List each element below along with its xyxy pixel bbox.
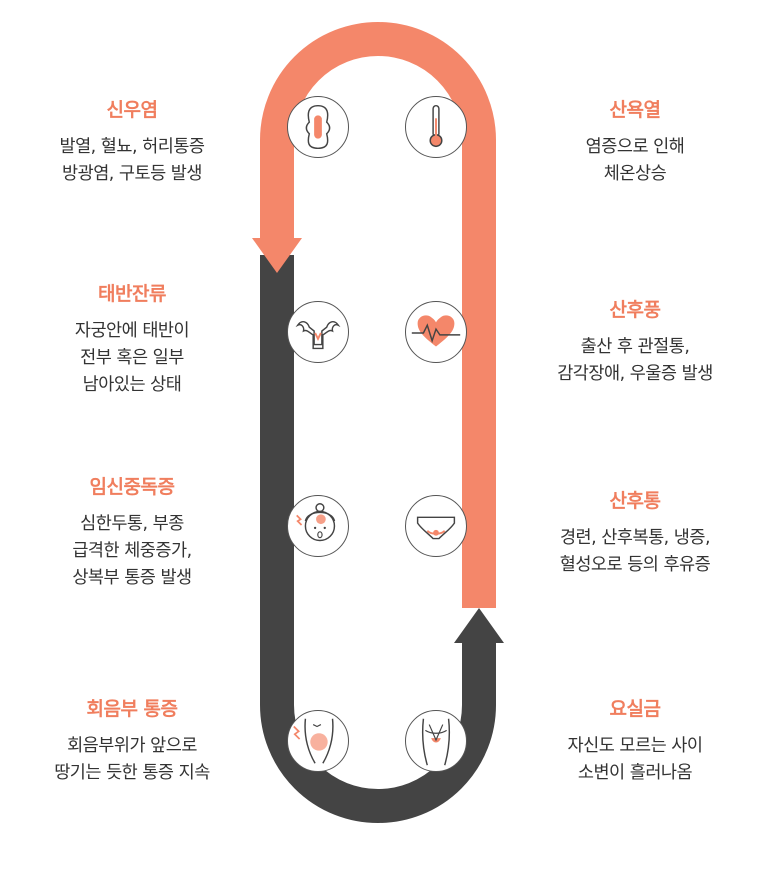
pelvis-icon [405,710,467,772]
item-description: 심한두통, 부종 급격한 체중증가, 상복부 통증 발생 [12,511,252,592]
item-description: 회음부위가 앞으로 땅기는 듯한 통증 지속 [12,733,252,787]
item-description: 발열, 혈뇨, 허리통증 방광염, 구토등 발생 [12,134,252,188]
desc-line: 전부 혹은 일부 [80,348,184,368]
item-title: 임신중독증 [89,476,175,498]
item-puerperal-fever: 산욕열 염증으로 인해 체온상승 [515,98,755,188]
item-title: 산욕열 [609,99,661,121]
desc-line: 소변이 흘러나옴 [577,763,693,783]
item-description: 자신도 모르는 사이 소변이 흘러나옴 [515,733,755,787]
item-title: 회음부 통증 [86,698,178,720]
item-perineum-pain: 회음부 통증 회음부위가 앞으로 땅기는 듯한 통증 지속 [12,697,252,787]
item-description: 출산 후 관절통, 감각장애, 우울증 발생 [515,334,755,388]
item-incontinence: 요실금 자신도 모르는 사이 소변이 흘러나옴 [515,697,755,787]
desc-line: 발열, 혈뇨, 허리통증 [59,137,205,157]
item-description: 자궁안에 태반이 전부 혹은 일부 남아있는 상태 [12,318,252,399]
item-description: 염증으로 인해 체온상승 [515,134,755,188]
desc-line: 자궁안에 태반이 [74,321,190,341]
desc-line: 방광염, 구토등 발생 [62,164,203,184]
desc-line: 급격한 체중증가, [72,541,192,561]
item-title: 요실금 [609,698,661,720]
desc-line: 염증으로 인해 [585,137,685,157]
item-postpartum-wind: 산후풍 출산 후 관절통, 감각장애, 우울증 발생 [515,298,755,388]
desc-line: 상복부 통증 발생 [72,568,192,588]
desc-line: 심한두통, 부종 [80,514,184,534]
item-description: 경련, 산후복통, 냉증, 혈성오로 등의 후유증 [515,525,755,579]
item-title: 산후통 [609,490,661,512]
item-title: 산후풍 [609,299,661,321]
item-pyelonephritis: 신우염 발열, 혈뇨, 허리통증 방광염, 구토등 발생 [12,98,252,188]
desc-line: 혈성오로 등의 후유증 [559,555,711,575]
up-arrow-head [454,608,504,643]
item-title: 신우염 [106,99,158,121]
down-arrow-head [252,238,302,273]
uterus-icon [287,301,349,363]
item-retained-placenta: 태반잔류 자궁안에 태반이 전부 혹은 일부 남아있는 상태 [12,282,252,399]
item-afterpains: 산후통 경련, 산후복통, 냉증, 혈성오로 등의 후유증 [515,489,755,579]
sanitary-pad-icon [287,96,349,158]
desc-line: 출산 후 관절통, [580,337,690,357]
heart-pulse-icon [405,301,467,363]
thermometer-icon [405,96,467,158]
desc-line: 자신도 모르는 사이 [567,736,703,756]
headache-face-icon [287,495,349,557]
underwear-icon [405,495,467,557]
desc-line: 땅기는 듯한 통증 지속 [54,763,210,783]
item-preeclampsia: 임신중독증 심한두통, 부종 급격한 체중증가, 상복부 통증 발생 [12,475,252,592]
orange-loop-segment [260,22,496,608]
desc-line: 감각장애, 우울증 발생 [557,364,713,384]
dark-loop-segment [260,255,496,823]
item-title: 태반잔류 [98,283,166,305]
desc-line: 체온상승 [603,164,667,184]
desc-line: 회음부위가 앞으로 [67,736,197,756]
perineum-pain-icon [287,710,349,772]
desc-line: 남아있는 상태 [82,375,182,395]
desc-line: 경련, 산후복통, 냉증, [559,528,711,548]
